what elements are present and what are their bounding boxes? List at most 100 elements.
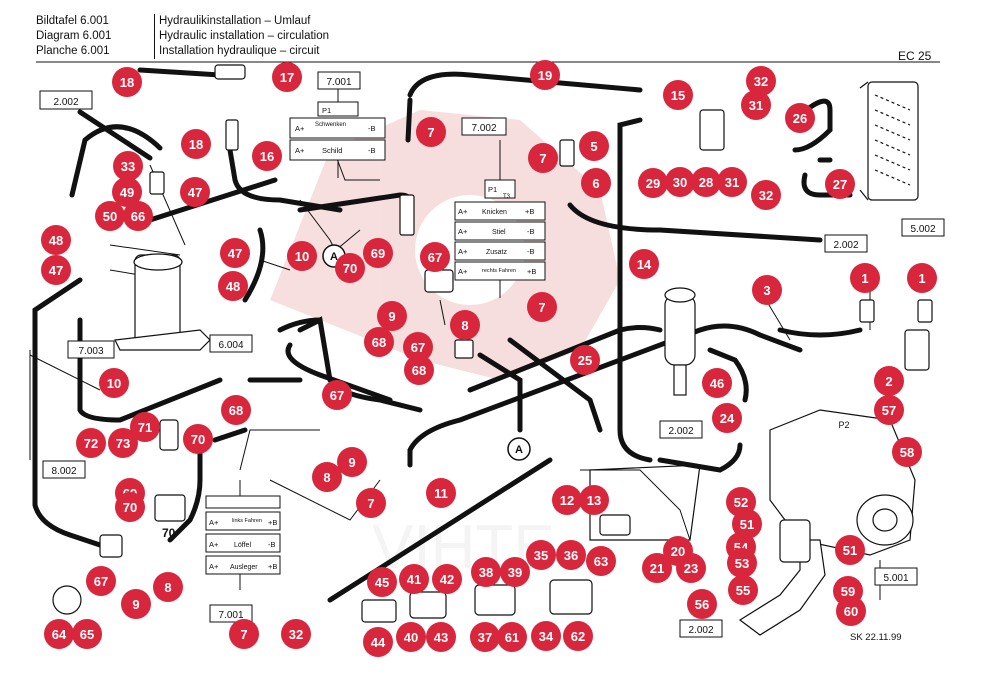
callout-70: 70	[115, 492, 145, 522]
callout-65: 65	[72, 619, 102, 649]
ref-box-2.002: 2.002	[824, 234, 868, 253]
callout-10: 10	[287, 241, 317, 271]
callout-61: 61	[497, 622, 527, 652]
svg-text:9: 9	[388, 309, 395, 324]
callout-1: 1	[907, 263, 937, 293]
callout-32: 32	[281, 619, 311, 649]
svg-text:P2: P2	[838, 420, 849, 430]
svg-text:68: 68	[412, 363, 426, 378]
svg-text:67: 67	[330, 388, 344, 403]
svg-text:+B: +B	[268, 562, 277, 571]
svg-text:1: 1	[918, 271, 925, 286]
callout-68: 68	[364, 327, 394, 357]
diagram-title: Hydraulikinstallation – Umlauf Hydraulic…	[154, 14, 389, 59]
svg-text:2: 2	[885, 374, 892, 389]
svg-text:10: 10	[295, 249, 309, 264]
svg-text:41: 41	[407, 572, 421, 587]
callout-23: 23	[676, 553, 706, 583]
svg-text:7: 7	[539, 151, 546, 166]
svg-text:5.001: 5.001	[883, 573, 908, 584]
svg-text:Stiel: Stiel	[492, 229, 506, 236]
svg-text:34: 34	[539, 629, 554, 644]
callout-70: 70	[335, 253, 365, 283]
svg-text:14: 14	[637, 257, 652, 272]
callout-58: 58	[892, 437, 922, 467]
svg-text:31: 31	[725, 175, 739, 190]
callout-9: 9	[121, 589, 151, 619]
ref-box-7.001: 7.001	[209, 604, 253, 623]
callout-15: 15	[663, 80, 693, 110]
callout-14: 14	[629, 249, 659, 279]
svg-text:40: 40	[404, 630, 418, 645]
callout-12: 12	[552, 485, 582, 515]
callout-18: 18	[181, 129, 211, 159]
svg-text:55: 55	[736, 583, 750, 598]
svg-text:6: 6	[592, 176, 599, 191]
svg-text:48: 48	[49, 233, 63, 248]
callout-67: 67	[86, 566, 116, 596]
svg-text:1: 1	[861, 271, 868, 286]
svg-text:48: 48	[226, 279, 240, 294]
callout-67: 67	[403, 332, 433, 362]
port-P2: P2	[838, 420, 849, 430]
svg-text:Knicken: Knicken	[482, 209, 507, 216]
svg-text:37: 37	[478, 630, 492, 645]
callout-8: 8	[153, 572, 183, 602]
svg-text:32: 32	[754, 74, 768, 89]
svg-text:2.002: 2.002	[53, 97, 78, 108]
svg-text:T3: T3	[503, 194, 511, 200]
callout-73: 73	[108, 428, 138, 458]
callout-34: 34	[531, 621, 561, 651]
svg-text:47: 47	[188, 185, 202, 200]
svg-text:72: 72	[84, 436, 98, 451]
callout-69: 69	[363, 238, 393, 268]
title-line-en: Hydraulic installation – circulation	[159, 30, 330, 42]
svg-text:23: 23	[684, 561, 698, 576]
svg-text:Ausleger: Ausleger	[230, 564, 258, 571]
diagram-line-en: Diagram 6.001	[36, 30, 112, 42]
svg-text:A: A	[330, 251, 338, 263]
svg-text:27: 27	[833, 177, 847, 192]
callout-63: 63	[586, 546, 616, 576]
svg-text:47: 47	[49, 263, 63, 278]
control-valve-schwenken-schild: P1 A+ Schwenken -B A+ Schild -B	[289, 85, 386, 178]
svg-text:70: 70	[191, 432, 205, 447]
svg-text:A+: A+	[458, 267, 468, 276]
svg-text:16: 16	[260, 149, 274, 164]
svg-text:61: 61	[505, 630, 519, 645]
hydraulic-hoses	[32, 67, 863, 603]
diagram-line-fr: Planche 6.001	[36, 45, 110, 57]
components	[52, 64, 933, 636]
svg-text:73: 73	[116, 436, 130, 451]
callout-47: 47	[220, 238, 250, 268]
svg-text:43: 43	[434, 630, 448, 645]
svg-text:2.002: 2.002	[688, 625, 713, 636]
ref-box-7.002: 7.002	[461, 117, 507, 136]
svg-text:51: 51	[843, 543, 857, 558]
clamp	[361, 599, 397, 623]
svg-text:A+: A+	[295, 146, 305, 155]
svg-text:A+: A+	[209, 518, 219, 527]
accumulator	[664, 287, 696, 396]
callout-48: 48	[41, 225, 71, 255]
ref-box-5.002: 5.002	[901, 218, 945, 237]
callout-7: 7	[528, 143, 558, 173]
callout-68: 68	[221, 395, 251, 425]
signature-date: SK 22.11.99	[850, 632, 902, 643]
callout-26: 26	[785, 103, 815, 133]
svg-text:68: 68	[229, 403, 243, 418]
svg-text:A+: A+	[295, 124, 305, 133]
svg-text:P1: P1	[322, 106, 331, 115]
svg-text:18: 18	[189, 137, 203, 152]
svg-text:A+: A+	[209, 562, 219, 571]
control-valve-fahren-loeffel-ausleger: A+ links Fahren +B A+ Löffel -B A+ Ausle…	[205, 480, 281, 590]
svg-text:13: 13	[587, 493, 601, 508]
svg-text:7.002: 7.002	[471, 123, 496, 134]
svg-text:63: 63	[594, 554, 608, 569]
svg-text:7.001: 7.001	[218, 610, 243, 621]
callout-13: 13	[579, 485, 609, 515]
svg-text:66: 66	[131, 209, 145, 224]
callout-45: 45	[367, 567, 397, 597]
callout-64: 64	[44, 619, 74, 649]
